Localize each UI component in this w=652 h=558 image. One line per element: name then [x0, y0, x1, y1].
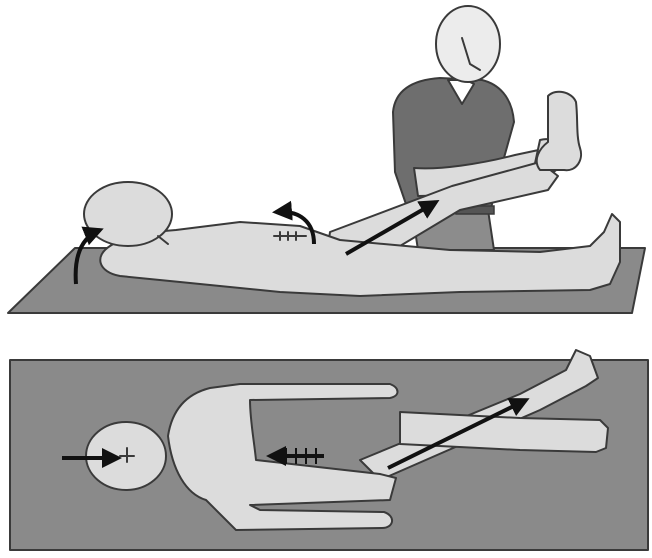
patient-raised-foot: [537, 92, 581, 170]
top-view-panel: [10, 350, 648, 550]
examiner-head: [436, 6, 500, 82]
side-view-panel: [8, 6, 645, 313]
patient-supine: [84, 92, 620, 296]
